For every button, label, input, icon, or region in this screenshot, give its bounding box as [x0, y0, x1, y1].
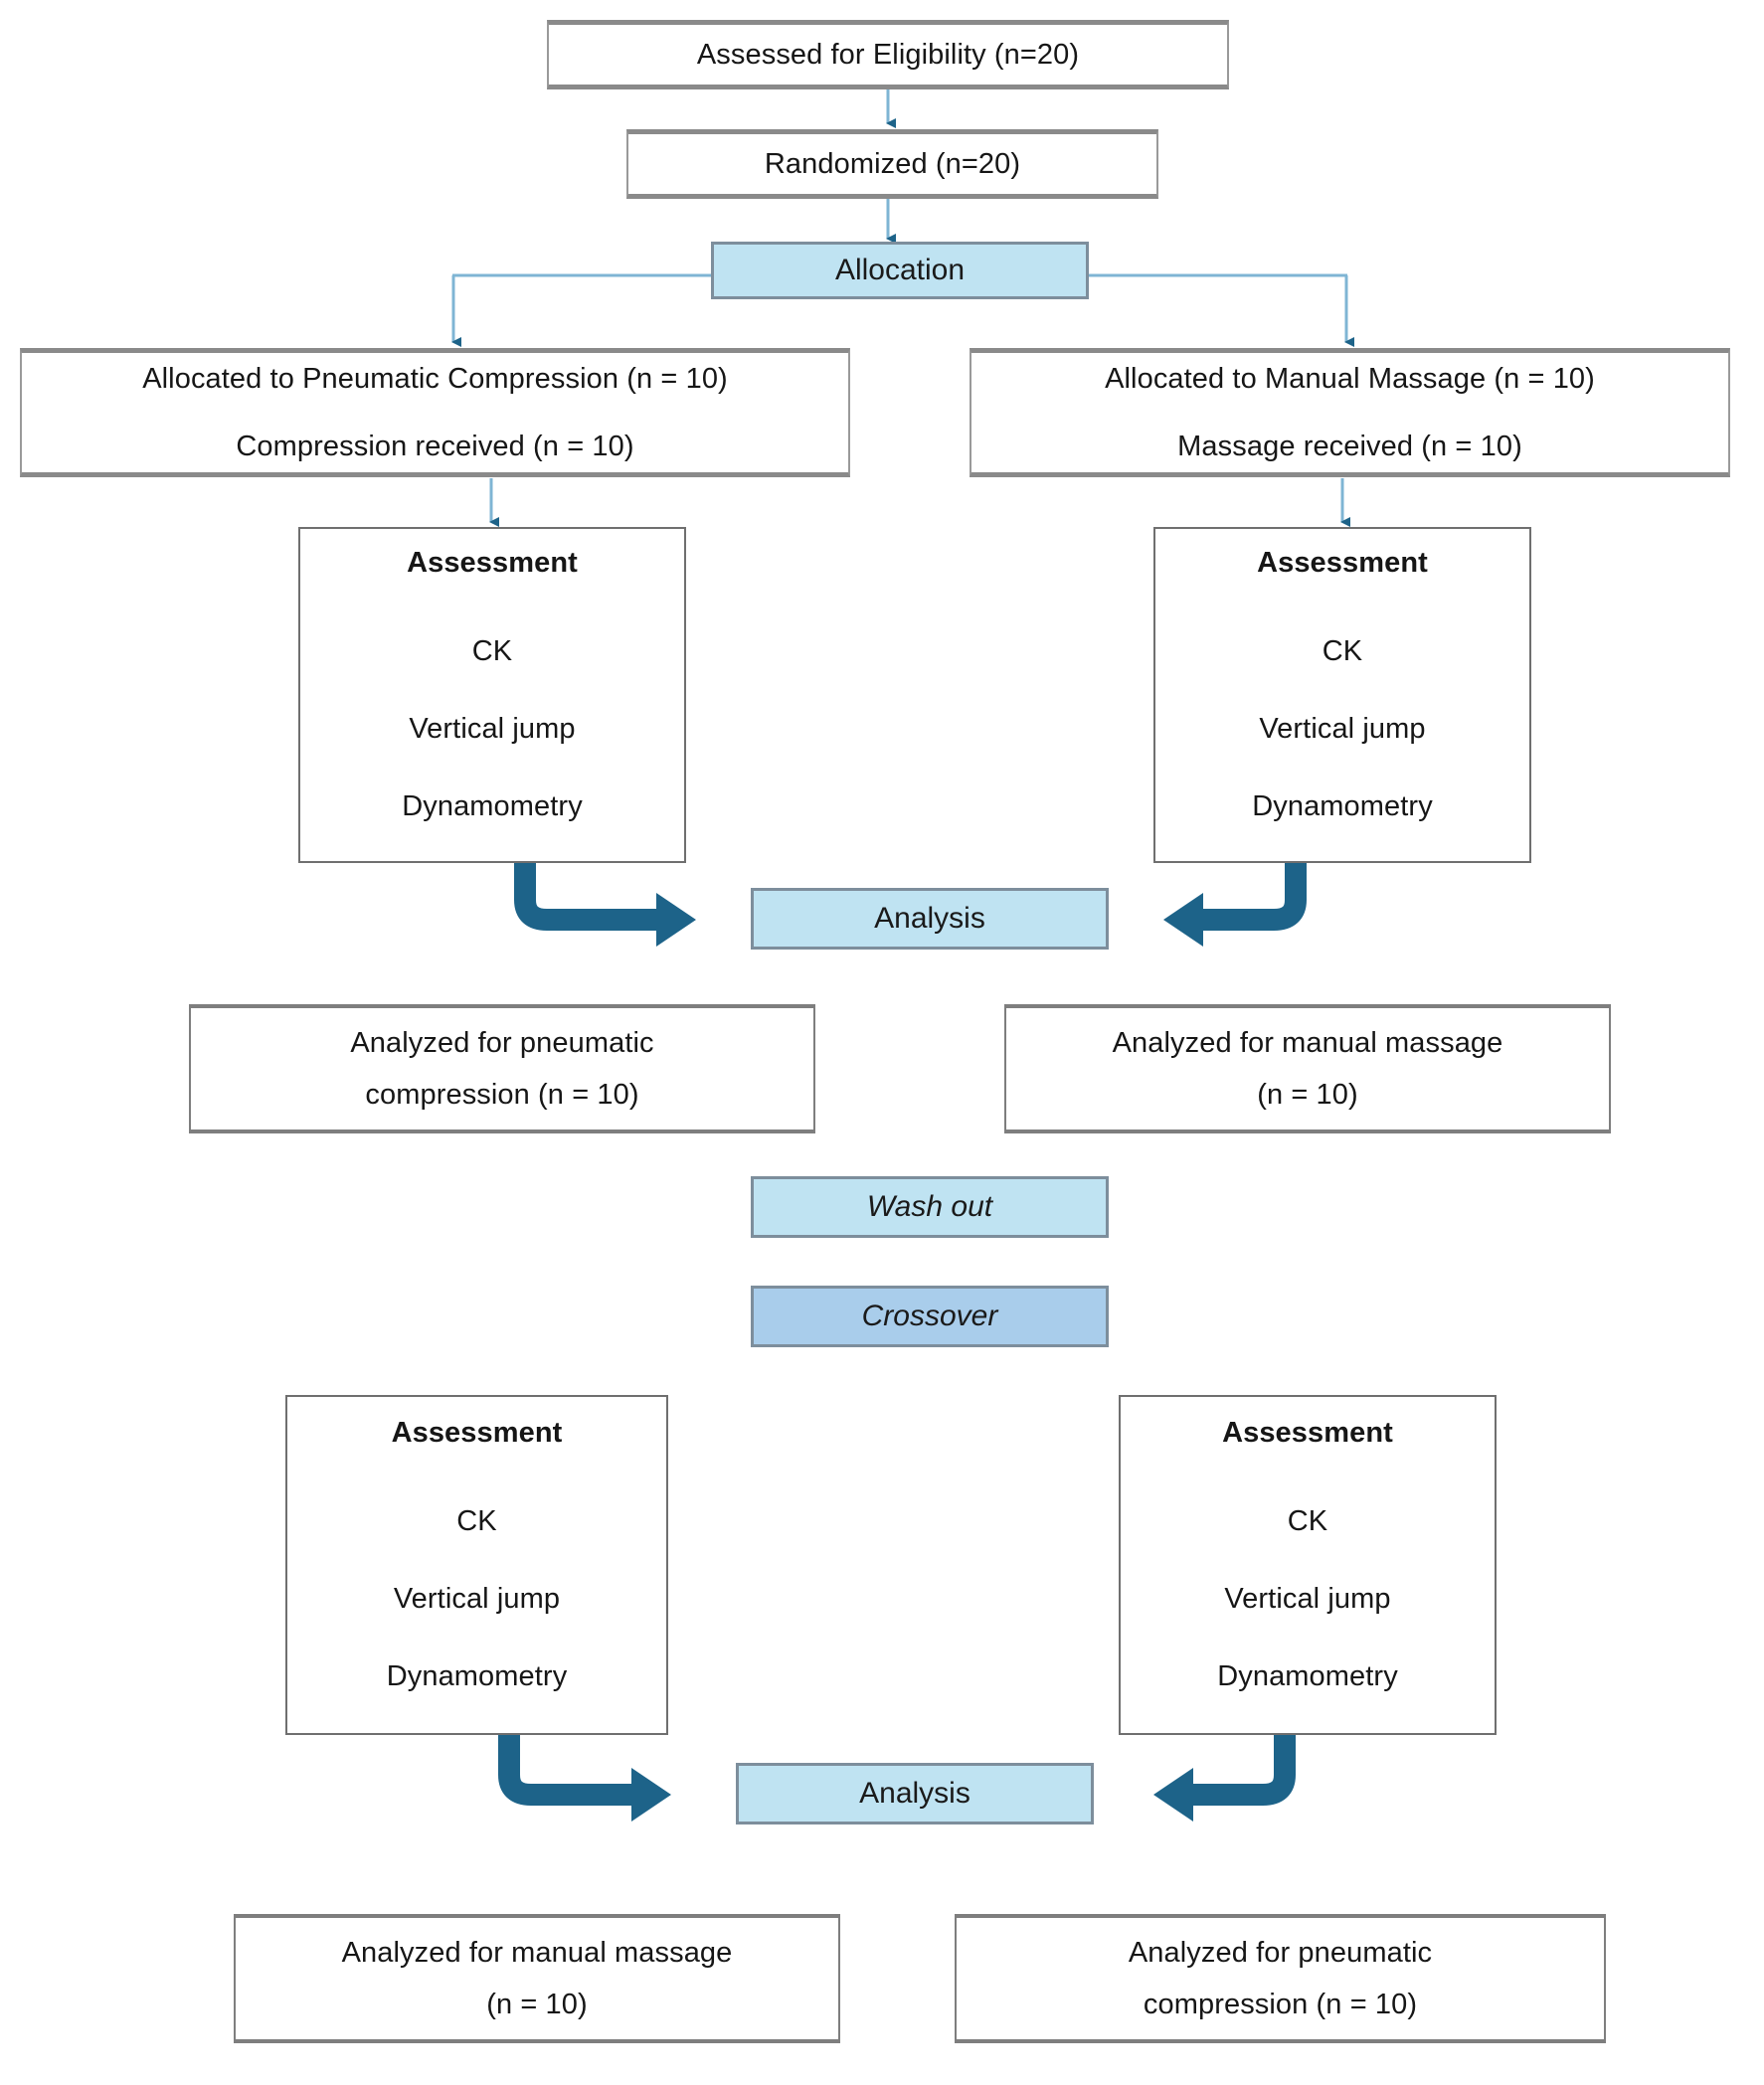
analysis-banner-label: Analysis [874, 902, 985, 935]
assessment-item-vertical-jump: Vertical jump [393, 1583, 561, 1615]
assessment-box-period1-right: Assessment CK Vertical jump Dynamometry [1153, 527, 1531, 863]
thick-arrow-right-to-analysis-2 [1188, 1735, 1296, 1806]
analyzed-right-line2: compression (n = 10) [1143, 1989, 1418, 2020]
assessment-item-ck: CK [456, 1504, 497, 1537]
analysis-banner-label: Analysis [859, 1777, 970, 1810]
thick-arrowhead-right-analysis-2 [1153, 1768, 1193, 1822]
thick-arrow-right-to-analysis-1 [1198, 863, 1307, 931]
washout-banner: Wash out [751, 1176, 1109, 1238]
assessment-title: Assessment [391, 1417, 563, 1450]
assessment-item-dynamometry: Dynamometry [386, 1660, 568, 1693]
assessment-item-vertical-jump: Vertical jump [1259, 713, 1426, 745]
thick-arrow-left-to-analysis-2 [498, 1735, 636, 1806]
assessment-box-period1-left: Assessment CK Vertical jump Dynamometry [298, 527, 686, 863]
analyzed-box-period1-left: Analyzed for pneumatic compression (n = … [189, 1004, 815, 1133]
allocated-right-box: Allocated to Manual Massage (n = 10) Mas… [970, 348, 1730, 477]
assessment-box-period2-left: Assessment CK Vertical jump Dynamometry [285, 1395, 668, 1735]
allocation-banner-label: Allocation [834, 254, 966, 286]
allocated-left-box: Allocated to Pneumatic Compression (n = … [20, 348, 850, 477]
allocation-banner: Allocation [711, 242, 1089, 299]
crossover-label: Crossover [861, 1300, 998, 1332]
analysis-banner-2: Analysis [736, 1763, 1094, 1824]
analyzed-right-line2: (n = 10) [1257, 1079, 1358, 1111]
thick-arrowhead-left-analysis-1 [656, 893, 696, 947]
assessment-title: Assessment [1222, 1417, 1393, 1450]
analyzed-left-line1: Analyzed for manual massage [341, 1936, 733, 1969]
analyzed-left-line2: (n = 10) [486, 1989, 588, 2020]
randomized-box: Randomized (n=20) [626, 129, 1158, 199]
allocated-left-line2: Compression received (n = 10) [236, 431, 634, 462]
allocated-left-line1: Allocated to Pneumatic Compression (n = … [142, 362, 728, 395]
assessment-item-dynamometry: Dynamometry [402, 790, 583, 823]
assessment-item-ck: CK [1322, 634, 1363, 667]
allocated-right-line2: Massage received (n = 10) [1177, 431, 1522, 462]
analyzed-box-period1-right: Analyzed for manual massage (n = 10) [1004, 1004, 1611, 1133]
analyzed-right-line1: Analyzed for pneumatic [1128, 1936, 1433, 1969]
assessment-item-dynamometry: Dynamometry [1217, 1660, 1398, 1693]
assessment-item-ck: CK [1287, 1504, 1328, 1537]
thick-arrowhead-left-analysis-2 [631, 1768, 671, 1822]
crossover-banner: Crossover [751, 1286, 1109, 1347]
assessment-item-vertical-jump: Vertical jump [409, 713, 576, 745]
washout-label: Wash out [866, 1190, 993, 1223]
analyzed-box-period2-right: Analyzed for pneumatic compression (n = … [955, 1914, 1606, 2043]
assessment-item-dynamometry: Dynamometry [1252, 790, 1433, 823]
assessment-title: Assessment [407, 547, 578, 580]
assessment-box-period2-right: Assessment CK Vertical jump Dynamometry [1119, 1395, 1497, 1735]
analysis-banner-1: Analysis [751, 888, 1109, 950]
analyzed-left-line2: compression (n = 10) [365, 1079, 639, 1111]
analyzed-box-period2-left: Analyzed for manual massage (n = 10) [234, 1914, 840, 2043]
allocated-right-line1: Allocated to Manual Massage (n = 10) [1105, 362, 1595, 395]
assessment-item-ck: CK [471, 634, 513, 667]
thick-arrow-left-to-analysis-1 [514, 863, 661, 931]
assessment-item-vertical-jump: Vertical jump [1224, 1583, 1391, 1615]
assessed-for-eligibility-box: Assessed for Eligibility (n=20) [547, 20, 1229, 89]
analyzed-left-line1: Analyzed for pneumatic [350, 1026, 654, 1059]
analyzed-right-line1: Analyzed for manual massage [1112, 1026, 1503, 1059]
assessment-title: Assessment [1257, 547, 1428, 580]
thick-arrowhead-right-analysis-1 [1163, 893, 1203, 947]
assessed-for-eligibility-label: Assessed for Eligibility (n=20) [696, 38, 1080, 71]
randomized-label: Randomized (n=20) [764, 147, 1021, 180]
